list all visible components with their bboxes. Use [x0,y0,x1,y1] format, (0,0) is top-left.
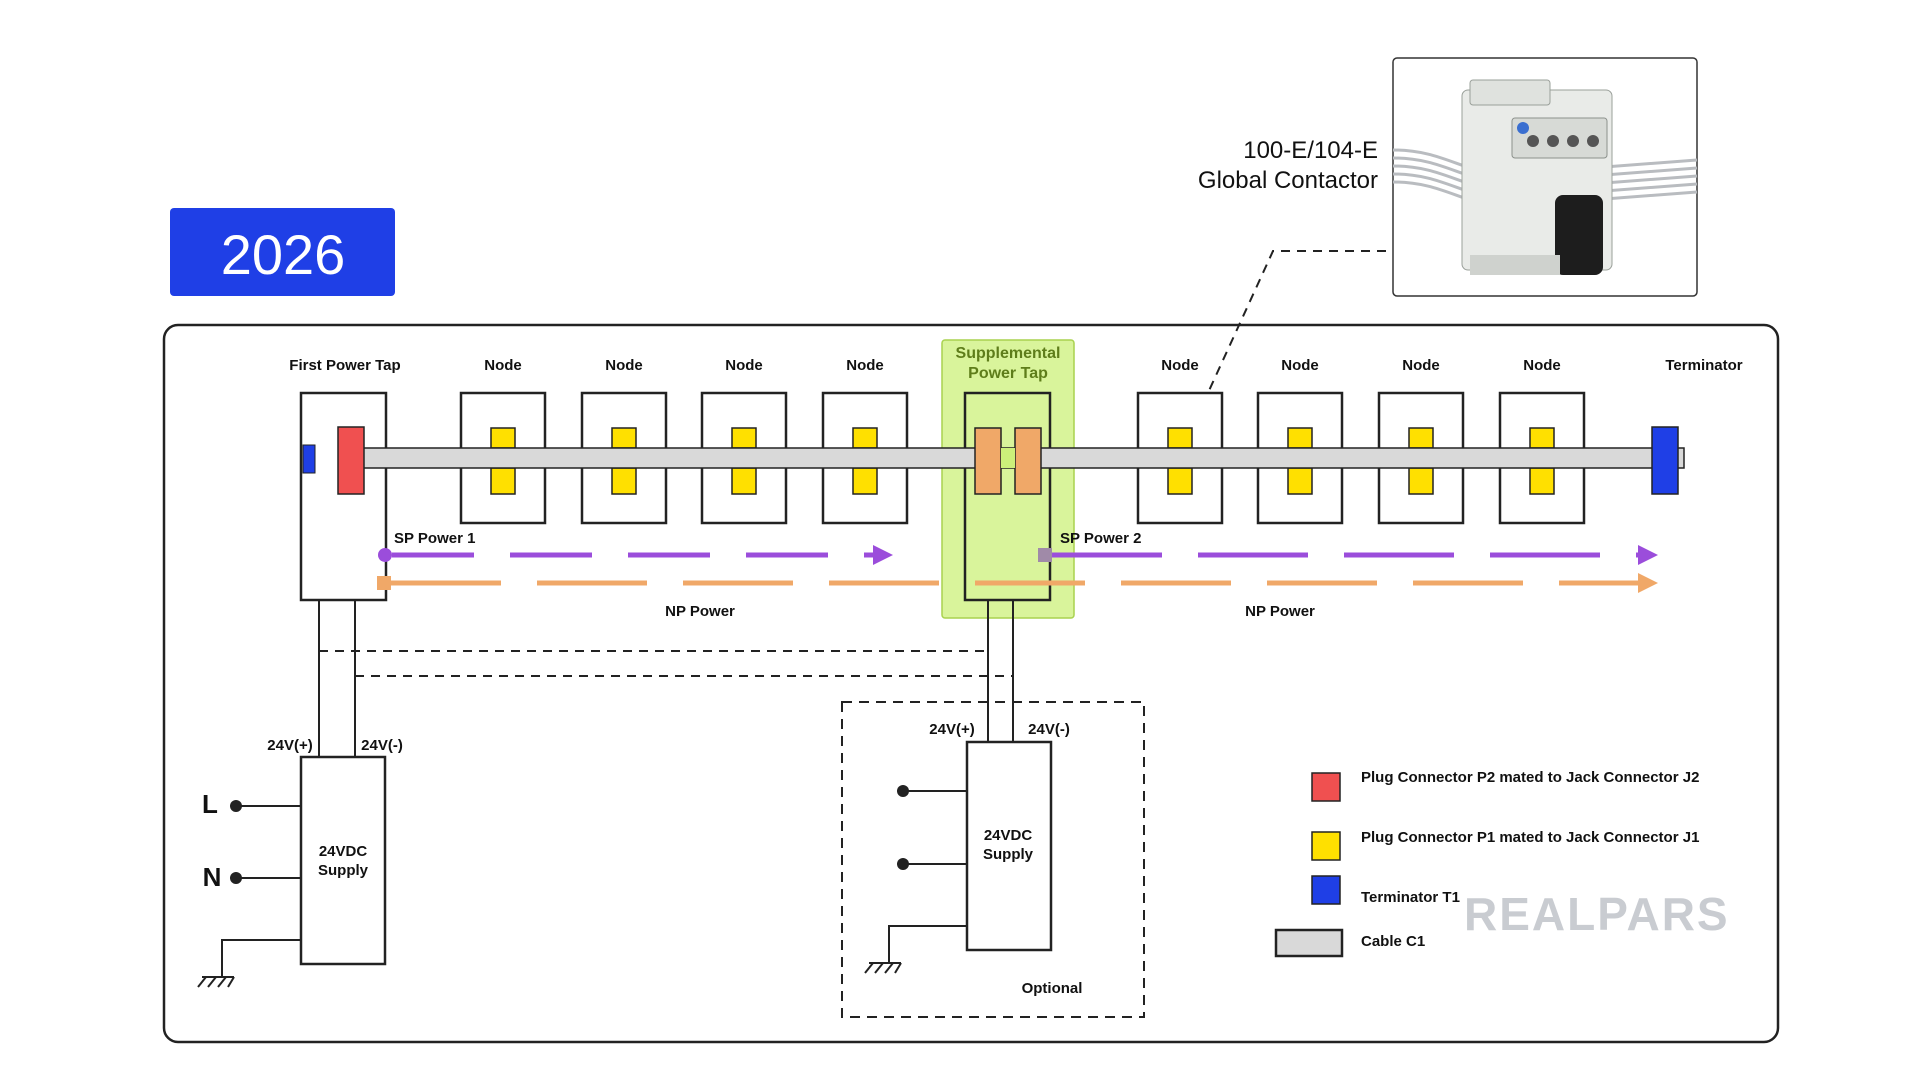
node-label: Node [484,357,522,374]
main-supply-line1: 24VDC [319,843,368,860]
main-supply-minus: 24V(-) [361,737,403,754]
optional-supply-dashed-wires [319,650,1013,677]
supplemental-power-tap-label-2: Power Tap [968,365,1048,382]
N-terminal [230,872,242,884]
orange-connectors [974,427,1042,495]
contactor-leader-line [1206,250,1386,396]
main-supply-wires [318,600,356,757]
sp-power-1-label: SP Power 1 [394,530,475,547]
L-label: L [202,789,218,819]
optional-input-terminal [897,858,909,870]
legend-swatch-blue [1311,875,1341,905]
contactor-photo [1392,57,1698,297]
node-label: Node [1402,357,1440,374]
main-supply-line2: Supply [318,862,369,879]
terminator-block [1651,426,1679,495]
main-supply-plus: 24V(+) [267,737,312,754]
diagram-frame [162,323,1780,1044]
realpars-watermark: REALPARS [1464,888,1730,940]
node-label: Node [1281,357,1319,374]
red-connector [337,426,365,495]
optional-supply-box [965,740,1053,952]
sp-power-1-start [378,548,392,562]
year-badge: 2026 [170,208,395,296]
contactor-label-line1: 100-E/104-E [1243,137,1378,164]
ground-icon [197,976,235,988]
contactor-label-line2: Global Contactor [1198,167,1378,194]
legend-swatch-cable [1274,928,1344,958]
first-power-tap-box [299,391,388,602]
blue-stub [302,444,316,474]
sp-power-2-label: SP Power 2 [1060,530,1141,547]
optional-supply-minus: 24V(-) [1028,721,1070,738]
first-power-tap-label: First Power Tap [289,357,400,374]
optional-note: Optional [1022,980,1083,997]
node-label: Node [725,357,763,374]
legend-label: Terminator T1 [1361,889,1460,906]
supplemental-power-tap-label-1: Supplemental [956,345,1061,362]
main-supply-inputs [221,805,301,977]
np-power-label-right: NP Power [1245,603,1315,620]
optional-input-terminal [897,785,909,797]
node-label: Node [846,357,884,374]
legend-label: Plug Connector P2 mated to Jack Connecto… [1361,769,1699,786]
N-label: N [203,862,222,892]
node-labels: Node Node Node Node Node Node Node Node [484,357,1561,374]
L-terminal [230,800,242,812]
optional-supply-line1: 24VDC [984,827,1033,844]
optional-supply-frame [841,701,1145,1018]
np-power-start [377,576,391,590]
node-label: Node [605,357,643,374]
node-label: Node [1523,357,1561,374]
legend-label: Cable C1 [1361,933,1425,950]
optional-supply-plus: 24V(+) [929,721,974,738]
supplemental-power-tap-box [963,391,1052,602]
legend: Plug Connector P2 mated to Jack Connecto… [1274,769,1699,958]
np-power-label-left: NP Power [665,603,735,620]
legend-swatch-red [1311,772,1341,802]
node-label: Node [1161,357,1199,374]
optional-supply-line2: Supply [983,846,1034,863]
legend-label: Plug Connector P1 mated to Jack Connecto… [1361,829,1699,846]
ground-icon [864,962,902,974]
sp-power-2-start [1038,548,1052,562]
main-supply-box [299,755,387,966]
legend-swatch-yellow [1311,831,1341,861]
year-badge-text: 2026 [221,223,346,286]
optional-supply-inputs [888,790,967,963]
terminator-label: Terminator [1665,357,1742,374]
supplemental-supply-wires [987,600,1014,742]
